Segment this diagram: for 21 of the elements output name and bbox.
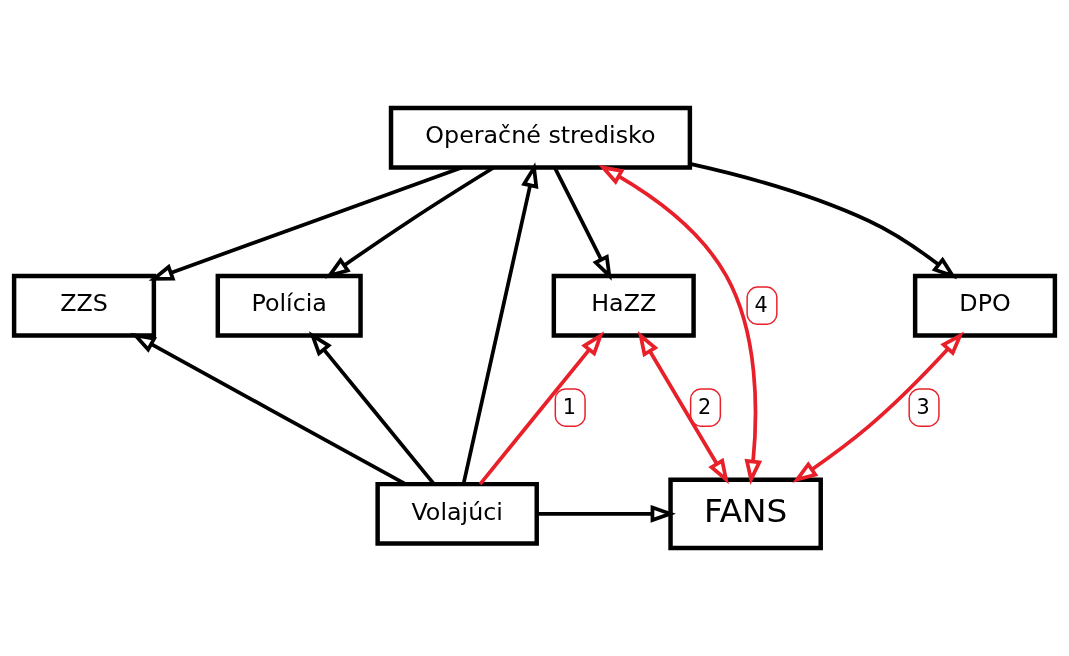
edge-label: 4 <box>754 292 768 317</box>
node-box: FANS <box>668 477 823 551</box>
edge-label: 1 <box>562 394 576 419</box>
arrow <box>324 166 495 279</box>
arrow <box>689 162 958 280</box>
node-box: DPO <box>912 273 1058 338</box>
arrow <box>598 164 763 485</box>
arrow <box>478 331 605 486</box>
arrow <box>461 162 539 485</box>
node-box: Operačné stredisko <box>388 105 693 170</box>
arrow <box>148 165 463 281</box>
arrow <box>792 331 964 483</box>
node-box: Volajúci <box>375 481 539 546</box>
node-box: ZZS <box>11 273 157 338</box>
arrow <box>553 166 612 281</box>
edge-label: 2 <box>698 394 712 419</box>
node-box: Polícia <box>215 273 363 338</box>
edge-label: 3 <box>916 394 930 419</box>
arrow <box>637 330 729 485</box>
arrow <box>537 505 676 523</box>
node-box: HaZZ <box>551 273 696 338</box>
